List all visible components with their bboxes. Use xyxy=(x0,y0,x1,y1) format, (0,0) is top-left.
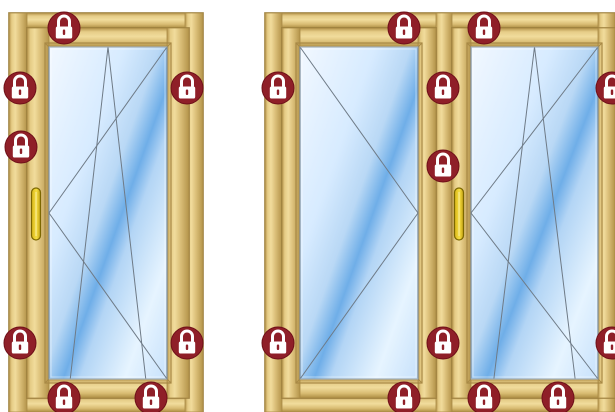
lock-icon xyxy=(48,12,80,44)
lock-icon xyxy=(5,131,37,163)
lock-icon xyxy=(48,382,80,412)
lock-icon xyxy=(468,382,500,412)
lock-icon xyxy=(427,150,459,182)
single-window-glass xyxy=(49,47,167,379)
lock-icon xyxy=(171,327,203,359)
lock-icon xyxy=(262,72,294,104)
lock-icon xyxy=(388,382,420,412)
lock-icon xyxy=(542,382,574,412)
lock-icon xyxy=(171,72,203,104)
single-window-bottom-rail xyxy=(9,397,203,412)
lock-icon xyxy=(427,327,459,359)
lock-icon xyxy=(388,12,420,44)
single-window-top-rail xyxy=(9,13,203,28)
lock-icon xyxy=(427,72,459,104)
lock-icon xyxy=(4,72,36,104)
lock-icon xyxy=(468,12,500,44)
double-window-handle[interactable] xyxy=(455,188,464,240)
lock-icon xyxy=(135,382,167,412)
window-glass-layer xyxy=(49,47,598,379)
double-window-right-glass xyxy=(471,47,598,379)
double-window-left-glass xyxy=(300,47,418,379)
lock-icon xyxy=(4,327,36,359)
single-window-handle[interactable] xyxy=(32,188,41,240)
lock-icon xyxy=(262,327,294,359)
